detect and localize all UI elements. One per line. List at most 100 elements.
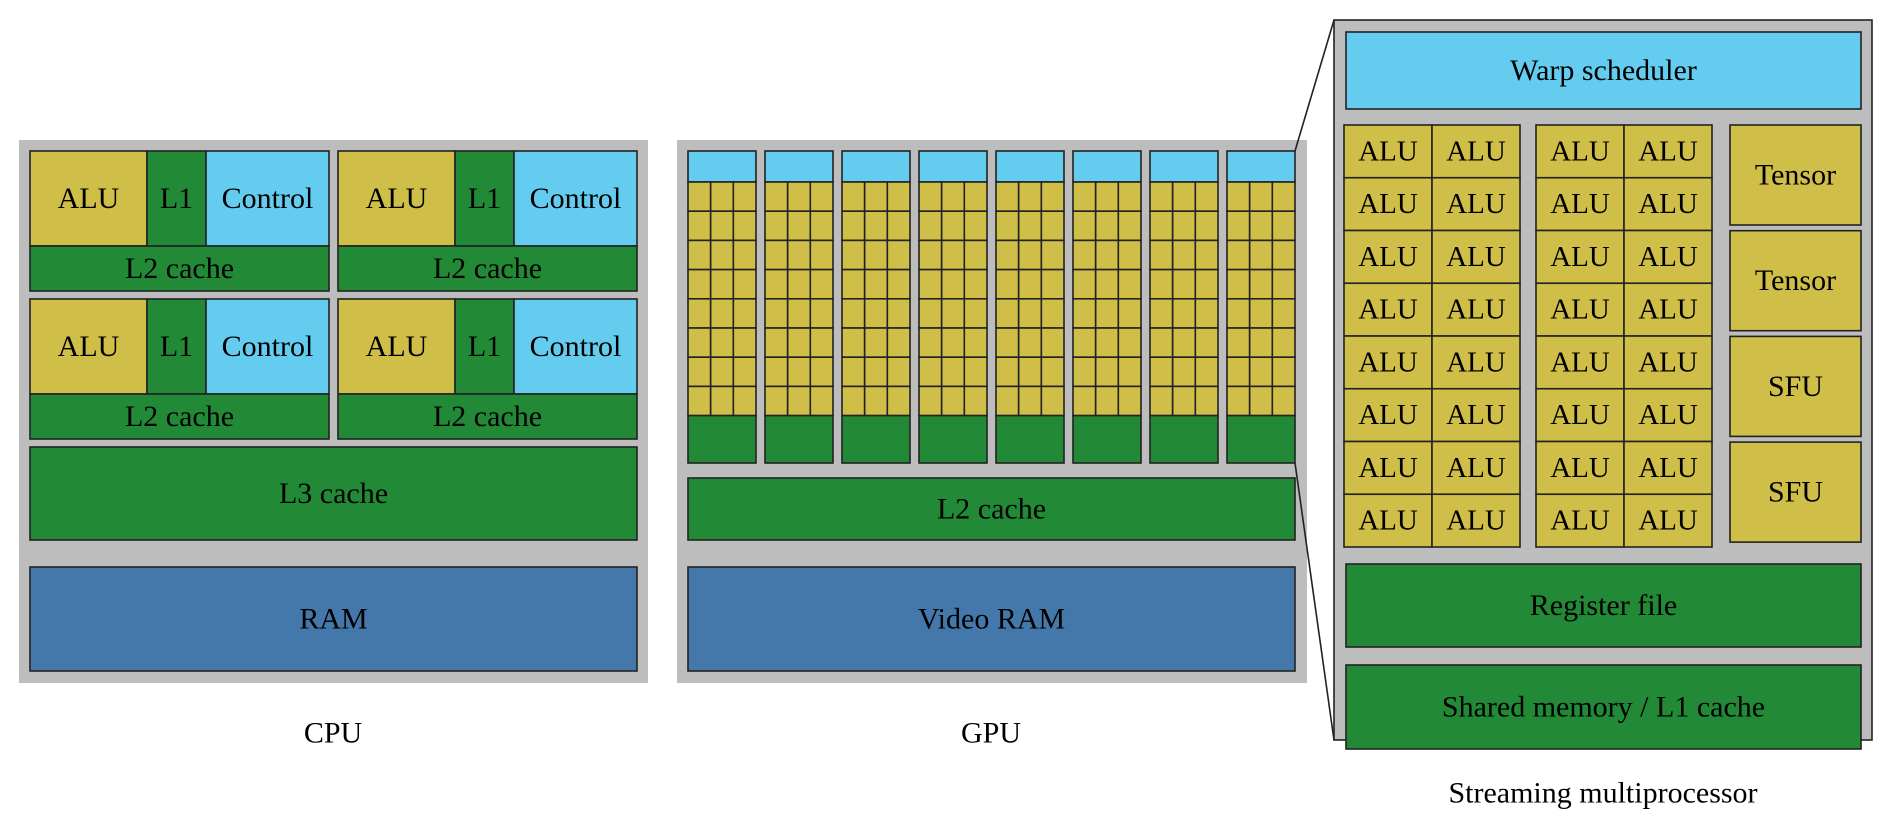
gpu-sm-cache bbox=[1226, 414, 1296, 464]
gpu-sm-alu-cell bbox=[863, 268, 889, 300]
gpu-sm-alu-cell bbox=[732, 210, 757, 242]
gpu-sm-cache bbox=[764, 414, 834, 464]
cpu-core-control bbox=[513, 298, 638, 395]
sm-alu-label: ALU bbox=[1446, 399, 1506, 431]
gpu-l2-cache bbox=[687, 477, 1296, 541]
gpu-sm-alu-cell bbox=[809, 327, 834, 359]
sm-alu-cell bbox=[1431, 335, 1521, 390]
gpu-sm-alu-cell bbox=[886, 356, 911, 388]
gpu-sm-alu-cell bbox=[918, 327, 943, 359]
cpu-core-l2-label: L2 cache bbox=[125, 252, 234, 285]
gpu-sm-alu-cell bbox=[1271, 356, 1296, 388]
gpu-sm-alu-cell bbox=[1226, 239, 1251, 271]
gpu-sm-scheduler bbox=[995, 150, 1065, 183]
gpu-sm-alu-cell bbox=[963, 239, 988, 271]
gpu-sm-alu-cell bbox=[1117, 356, 1142, 388]
gpu-sm-alu-cell bbox=[1149, 327, 1174, 359]
cpu-core-alu-label: ALU bbox=[366, 182, 428, 215]
gpu-sm-cache bbox=[687, 414, 757, 464]
sm-alu-label: ALU bbox=[1358, 135, 1418, 167]
gpu-sm-alu-cell bbox=[963, 297, 988, 329]
gpu-sm-scheduler bbox=[841, 150, 911, 183]
cpu-core-l2-label: L2 cache bbox=[125, 400, 234, 433]
gpu-sm-alu-cell bbox=[1226, 327, 1251, 359]
gpu-sm-alu-cell bbox=[1194, 210, 1219, 242]
gpu-sm-alu-cell bbox=[809, 239, 834, 271]
sm-alu-label: ALU bbox=[1638, 399, 1698, 431]
sm-alu-label: ALU bbox=[1550, 188, 1610, 220]
gpu-sm-alu-cell bbox=[1194, 385, 1219, 417]
sm-alu-label: ALU bbox=[1446, 294, 1506, 326]
gpu-sm-alu-cell bbox=[764, 181, 789, 213]
sm-register-file-label: Register file bbox=[1530, 589, 1677, 622]
gpu-sm-alu-cell bbox=[1149, 239, 1174, 271]
gpu-sm-alu-cell bbox=[918, 210, 943, 242]
cpu-core-l2-cache bbox=[29, 245, 330, 292]
gpu-sm-alu-cell bbox=[1271, 239, 1296, 271]
gpu-sm-alu-cell bbox=[1248, 268, 1274, 300]
gpu-sm-alu-cell bbox=[863, 210, 889, 242]
gpu-sm-alu-cell bbox=[809, 297, 834, 329]
gpu-sm-alu-cell bbox=[786, 297, 812, 329]
cpu-core-control bbox=[205, 150, 330, 247]
sm-alu-cell bbox=[1535, 335, 1625, 390]
gpu-sm-alu-cell bbox=[1149, 356, 1174, 388]
cpu-core-alu bbox=[29, 298, 148, 395]
gpu-sm-scheduler bbox=[1226, 150, 1296, 183]
gpu-sm-alu-cell bbox=[995, 297, 1020, 329]
gpu-sm-alu-cell bbox=[1072, 210, 1097, 242]
gpu-sm-alu-cell bbox=[963, 385, 988, 417]
sm-alu-cell bbox=[1431, 493, 1521, 548]
gpu-sm-alu-cell bbox=[764, 327, 789, 359]
gpu-sm-scheduler bbox=[687, 150, 757, 183]
sm-alu-label: ALU bbox=[1550, 241, 1610, 273]
gpu-sm-alu-cell bbox=[863, 356, 889, 388]
gpu-video-ram bbox=[687, 566, 1296, 672]
gpu-sm-alu-cell bbox=[886, 327, 911, 359]
gpu-sm-alu-cell bbox=[1094, 181, 1120, 213]
gpu-video-ram-label: Video RAM bbox=[918, 603, 1065, 636]
gpu-sm-alu-cell bbox=[995, 239, 1020, 271]
gpu-sm-alu-cell bbox=[687, 385, 712, 417]
gpu-sm-alu-cell bbox=[1040, 268, 1065, 300]
gpu-sm-alu-cell bbox=[1248, 327, 1274, 359]
gpu-sm-alu-cell bbox=[809, 181, 834, 213]
gpu-sm-alu-cell bbox=[786, 239, 812, 271]
gpu-sm-alu-cell bbox=[1171, 210, 1197, 242]
sm-alu-label: ALU bbox=[1446, 135, 1506, 167]
gpu-sm-alu-cell bbox=[1194, 268, 1219, 300]
cpu-core-l1-label: L1 bbox=[468, 330, 501, 363]
sm-alu-cell bbox=[1535, 229, 1625, 285]
gpu-sm-alu-cell bbox=[995, 181, 1020, 213]
cpu-l3-cache bbox=[29, 446, 638, 541]
gpu-sm-alu-cell bbox=[1017, 268, 1043, 300]
cpu-caption: CPU bbox=[304, 717, 363, 750]
gpu-sm-alu-cell bbox=[1017, 297, 1043, 329]
gpu-sm-alu-cell bbox=[786, 385, 812, 417]
gpu-sm-alu-cell bbox=[1017, 356, 1043, 388]
sm-register-file bbox=[1345, 563, 1862, 648]
sm-alu-label: ALU bbox=[1446, 452, 1506, 484]
gpu-sm-alu-cell bbox=[940, 297, 966, 329]
sm-alu-label: ALU bbox=[1638, 241, 1698, 273]
sm-alu-label: ALU bbox=[1446, 346, 1506, 378]
gpu-sm-alu-cell bbox=[809, 210, 834, 242]
gpu-sm-alu-cell bbox=[1171, 385, 1197, 417]
sm-alu-label: ALU bbox=[1638, 452, 1698, 484]
gpu-sm-alu-cell bbox=[1248, 210, 1274, 242]
sm-shared-memory-label: Shared memory / L1 cache bbox=[1442, 691, 1765, 724]
gpu-sm-alu-cell bbox=[841, 385, 866, 417]
gpu-sm-alu-cell bbox=[732, 385, 757, 417]
sm-warp-scheduler bbox=[1345, 31, 1862, 110]
cpu-core-l1-label: L1 bbox=[160, 182, 193, 215]
gpu-sm-alu-cell bbox=[1094, 210, 1120, 242]
gpu-sm-alu-cell bbox=[918, 385, 943, 417]
gpu-sm-alu-cell bbox=[1171, 268, 1197, 300]
gpu-sm-alu-cell bbox=[995, 210, 1020, 242]
cpu-ram-label: RAM bbox=[299, 603, 367, 636]
gpu-sm-alu-cell bbox=[1171, 297, 1197, 329]
gpu-sm-alu-cell bbox=[1094, 239, 1120, 271]
gpu-sm-alu-cell bbox=[1149, 385, 1174, 417]
sm-alu-label: ALU bbox=[1358, 505, 1418, 537]
